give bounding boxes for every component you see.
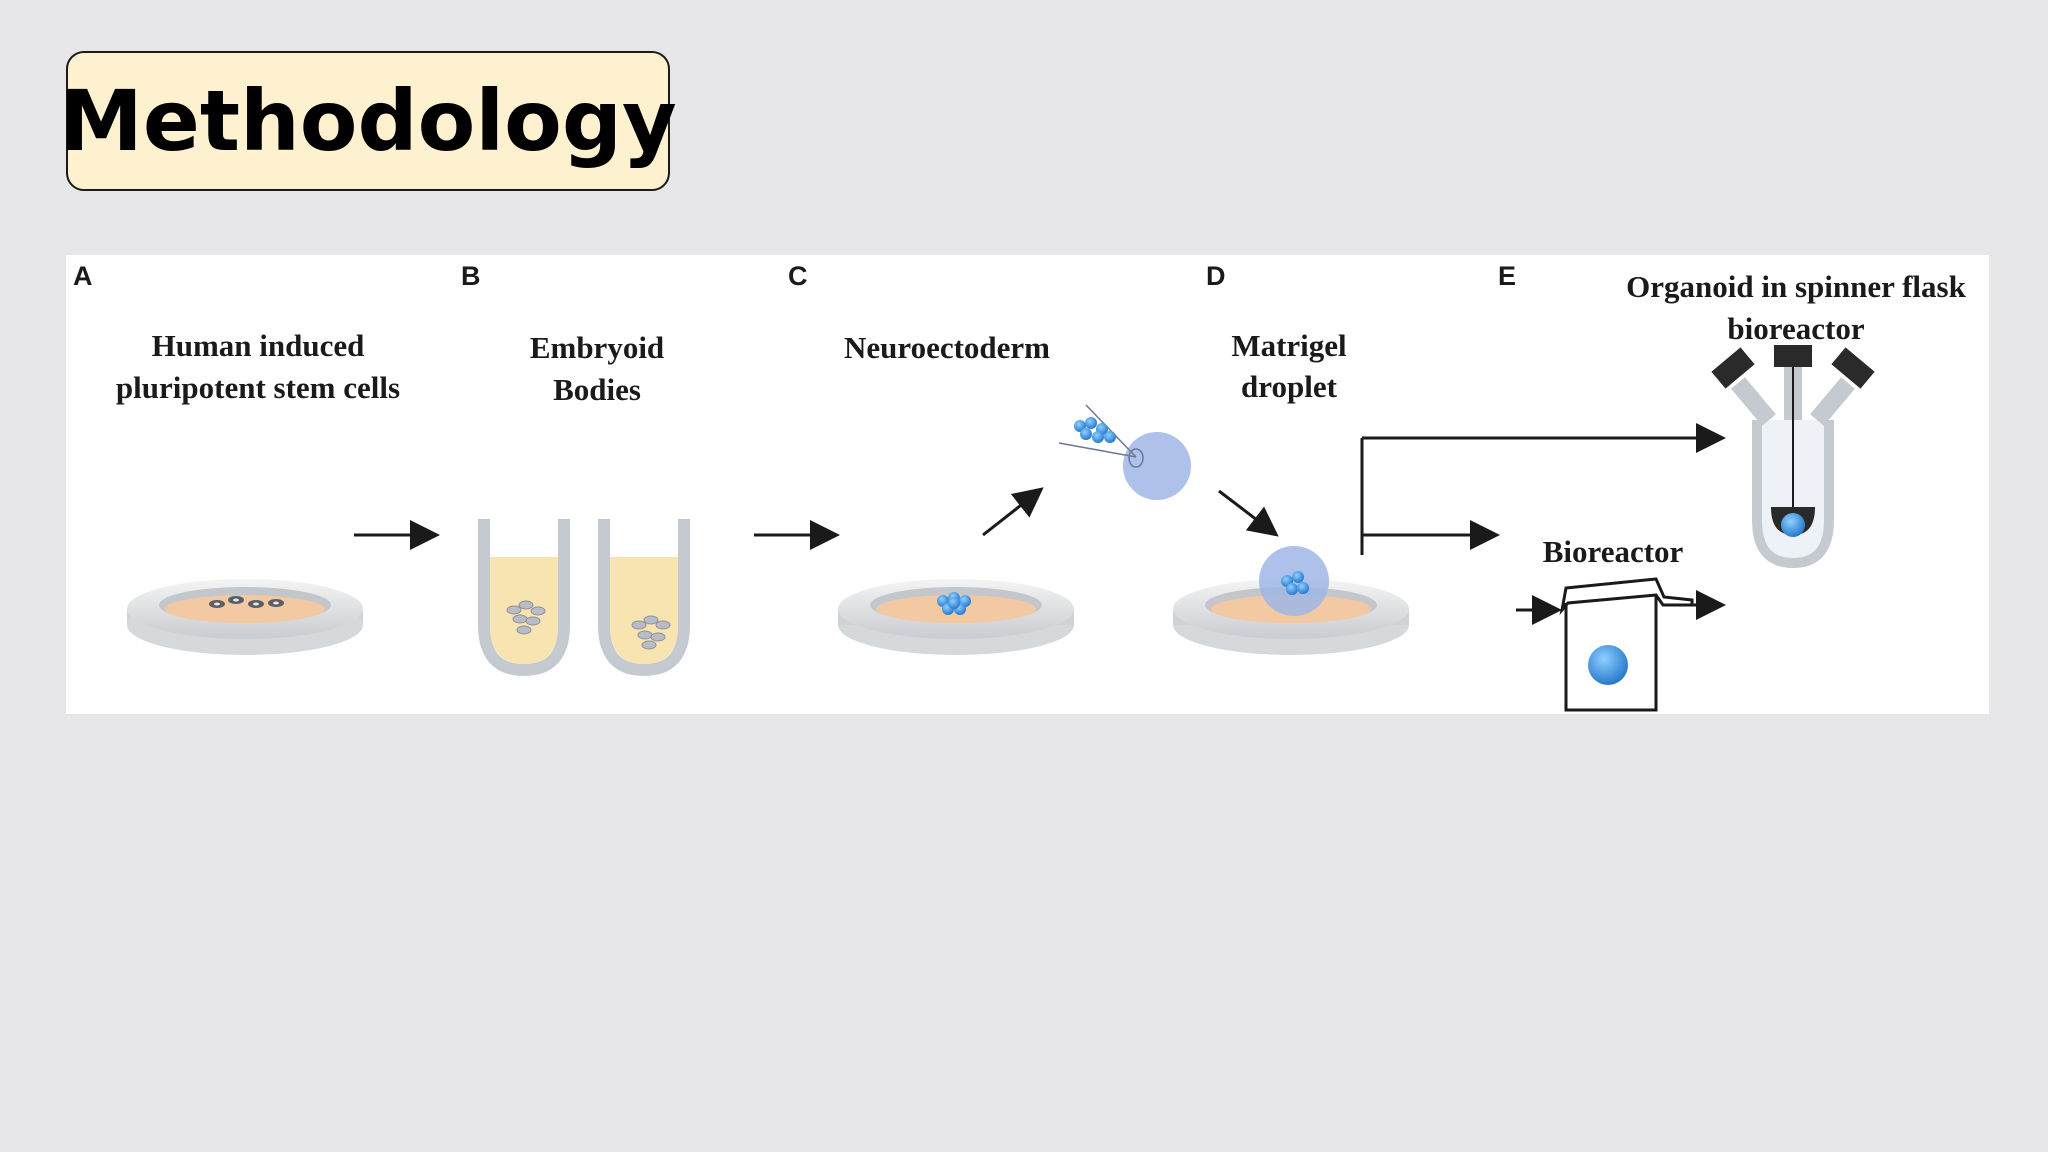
dish-a-illustration <box>127 579 363 655</box>
panel-letter-a: A <box>73 261 93 291</box>
label-eb-line1: Embryoid <box>530 330 664 365</box>
label-hipsc-line1: Human induced <box>152 328 365 363</box>
panel-letter-e: E <box>1498 261 1516 291</box>
dish-c-illustration <box>838 579 1074 655</box>
label-spinner-line2: bioreactor <box>1727 311 1864 346</box>
arrow-c-to-droplet <box>982 487 1044 537</box>
dish-d-illustration <box>1173 546 1409 655</box>
title-box: Methodology <box>59 51 677 191</box>
figure-svg: A B C D E Human induced pluripotent stem… <box>73 261 1967 712</box>
label-neuroectoderm: Neuroectoderm <box>844 330 1050 365</box>
label-bioreactor: Bioreactor <box>1543 534 1684 569</box>
panel-letter-c: C <box>788 261 808 291</box>
label-matrigel-line2: droplet <box>1241 369 1338 404</box>
label-eb-line2: Bodies <box>553 372 641 407</box>
spinner-flask-illustration <box>1711 345 1875 569</box>
label-hipsc-line2: pluripotent stem cells <box>116 370 400 405</box>
panel-letter-d: D <box>1206 261 1226 291</box>
bioreactor-illustration <box>1516 577 1726 712</box>
label-matrigel-line1: Matrigel <box>1231 328 1347 363</box>
slide-title: Methodology <box>59 72 677 170</box>
methodology-figure: A B C D E Human induced pluripotent stem… <box>66 255 1989 714</box>
panel-letter-b: B <box>461 261 481 291</box>
arrow-droplet-to-d <box>1218 489 1279 537</box>
u-wells-illustration <box>478 519 690 677</box>
label-spinner-line1: Organoid in spinner flask <box>1626 269 1966 304</box>
floating-droplet-illustration <box>1058 404 1191 500</box>
branch-arrows <box>1360 423 1726 555</box>
